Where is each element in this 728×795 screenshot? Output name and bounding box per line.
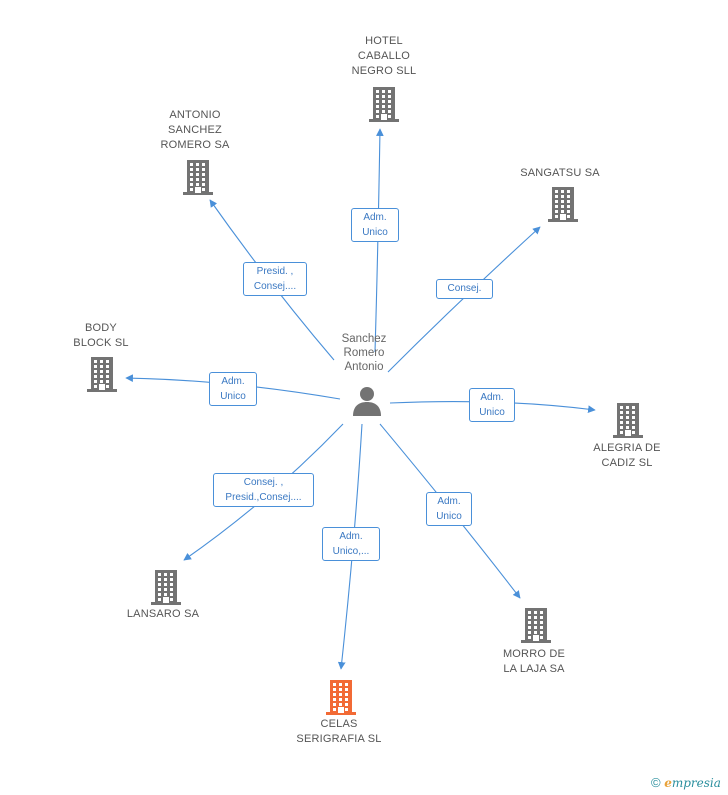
building-icon-sangatsu[interactable] — [543, 184, 583, 224]
edge-label-sangatsu[interactable]: Consej. — [436, 279, 493, 299]
person-icon[interactable] — [350, 384, 384, 418]
copyright-symbol: © — [651, 775, 661, 790]
edge-label-antonio[interactable]: Presid. ,Consej.... — [243, 262, 307, 296]
building-icon-morro[interactable] — [516, 605, 556, 645]
building-icon-lansaro[interactable] — [146, 567, 186, 607]
company-name-sangatsu[interactable]: SANGATSU SA — [520, 167, 600, 179]
edge-label-body[interactable]: Adm.Unico — [209, 372, 257, 406]
company-name-lansaro[interactable]: LANSARO SA — [126, 608, 200, 620]
building-icon-celas[interactable] — [321, 677, 361, 717]
edge-label-lansaro[interactable]: Consej. ,Presid.,Consej.... — [213, 473, 314, 507]
building-icon-antonio[interactable] — [178, 157, 218, 197]
edge-to-sangatsu — [387, 226, 541, 373]
center-person-name[interactable]: Sanchez Romero Antonio — [341, 333, 387, 373]
edge-label-hotel[interactable]: Adm.Unico — [351, 208, 399, 242]
edge-label-morro[interactable]: Adm.Unico — [426, 492, 472, 526]
building-icon-alegria[interactable] — [608, 400, 648, 440]
building-icon-hotel[interactable] — [364, 84, 404, 124]
edge-label-celas[interactable]: Adm.Unico,... — [322, 527, 380, 561]
edge-to-hotel — [374, 128, 384, 353]
edge-label-alegria[interactable]: Adm.Unico — [469, 388, 515, 422]
empresia-logo[interactable]: empresia — [664, 776, 721, 790]
building-icon-body[interactable] — [82, 354, 122, 394]
footer-brand: © empresia — [651, 775, 721, 790]
